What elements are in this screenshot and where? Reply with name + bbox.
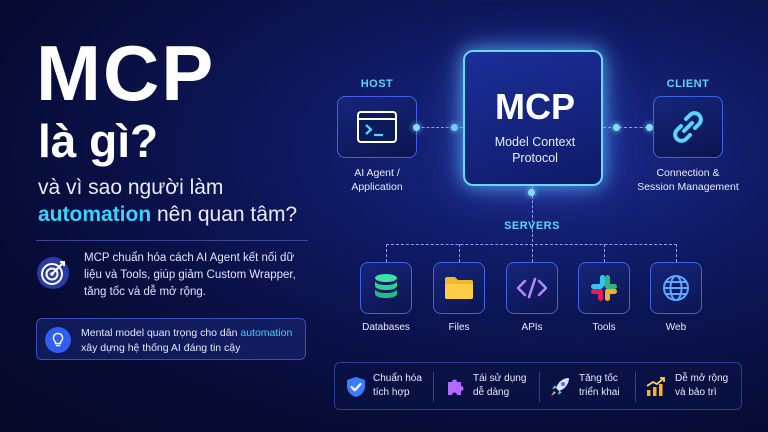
link-chain-icon: [673, 111, 703, 143]
headline-line2-rest: nên quan tâm?: [151, 203, 298, 226]
connector-dot: [528, 189, 535, 196]
feature-line2: và bảo trì: [675, 387, 717, 398]
lightbulb-icon: [45, 327, 71, 353]
headline-title: MCP: [36, 29, 216, 117]
puzzle-icon: [448, 379, 464, 395]
callout-text: Mental model quan trọng cho dân automati…: [81, 326, 303, 356]
feature-line2: triển khai: [579, 387, 620, 398]
mcp-subtitle-line1: Model Context: [494, 135, 576, 149]
feature-line2: tích hợp: [373, 387, 410, 398]
headline-line1: và vì sao người làm: [38, 176, 224, 199]
connector-dot: [451, 124, 458, 131]
client-label: CLIENT: [666, 78, 710, 90]
feature-speed: Tăng tốc triển khai: [579, 372, 620, 400]
client-caption: Connection & Session Management: [626, 166, 750, 194]
connector-dot: [413, 124, 420, 131]
server-drop: [676, 244, 677, 262]
feature-scale: Dễ mở rộng và bảo trì: [675, 372, 728, 400]
server-files-box: [433, 262, 485, 314]
feature-line2: dễ dàng: [473, 387, 510, 398]
target-icon: [37, 257, 69, 289]
server-drop: [604, 244, 605, 262]
headline-question: là gì?: [38, 115, 159, 167]
client-box: [653, 96, 723, 158]
mcp-box: MCP Model Context Protocol: [463, 50, 603, 186]
database-icon: [375, 274, 397, 298]
server-caption: APIs: [521, 322, 543, 333]
server-caption: Web: [665, 322, 687, 333]
connector-mcp-client: [603, 127, 653, 128]
connector-host-mcp: [417, 127, 463, 128]
features-bar: Chuẩn hóa tích hợp Tái sử dụng dễ dàng T…: [334, 362, 742, 410]
host-label: HOST: [360, 78, 394, 90]
globe-icon: [663, 275, 689, 301]
server-tools-box: [578, 262, 630, 314]
client-caption-line2: Session Management: [637, 181, 739, 193]
feature-reuse: Tái sử dụng dễ dàng: [473, 372, 526, 400]
host-caption: AI Agent / Application: [322, 166, 432, 194]
host-box: [337, 96, 417, 158]
callout-card: Mental model quan trọng cho dân automati…: [36, 318, 306, 360]
headline-highlight: automation: [38, 203, 152, 226]
server-drop: [532, 244, 533, 262]
feature-separator: [539, 372, 540, 402]
growth-chart-icon: [646, 377, 665, 396]
host-caption-line1: AI Agent /: [354, 167, 400, 179]
server-drop: [459, 244, 460, 262]
callout-text-after: xây dựng hệ thống AI đáng tin cậy: [81, 342, 241, 354]
server-drop: [386, 244, 387, 262]
server-databases-box: [360, 262, 412, 314]
rocket-icon: [551, 378, 569, 396]
code-brackets-icon: [516, 277, 548, 299]
mcp-box-subtitle: Model Context Protocol: [465, 134, 605, 166]
feature-line1: Tái sử dụng: [473, 373, 527, 384]
feature-separator: [433, 372, 434, 402]
mcp-box-title: MCP: [495, 86, 575, 127]
servers-bus: [386, 244, 677, 245]
callout-text-before: Mental model quan trọng cho dân: [81, 327, 241, 339]
shield-check-icon: [347, 377, 365, 397]
feature-line1: Tăng tốc: [579, 373, 618, 384]
mcp-subtitle-line2: Protocol: [512, 151, 558, 165]
connector-dot: [646, 124, 653, 131]
callout-highlight: automation: [240, 327, 293, 339]
connector-dot: [613, 124, 620, 131]
feature-standardize: Chuẩn hóa tích hợp: [373, 372, 422, 400]
server-caption: Files: [448, 322, 470, 333]
feature-line1: Chuẩn hóa: [373, 373, 422, 384]
server-apis-box: [506, 262, 558, 314]
folder-icon: [445, 277, 473, 299]
headline-line2: automation nên quan tâm?: [38, 203, 297, 227]
description: MCP chuẩn hóa cách AI Agent kết nối dữ l…: [84, 252, 296, 298]
divider: [36, 240, 308, 241]
servers-label: SERVERS: [504, 220, 560, 232]
connector-mcp-servers: [532, 186, 533, 242]
client-caption-line1: Connection &: [656, 167, 720, 179]
terminal-icon: [357, 111, 397, 143]
server-caption: Tools: [592, 322, 616, 333]
server-web-box: [650, 262, 702, 314]
server-caption: Databases: [362, 322, 410, 333]
feature-separator: [635, 372, 636, 402]
host-caption-line2: Application: [351, 181, 403, 193]
feature-line1: Dễ mở rộng: [675, 373, 729, 384]
slack-icon: [591, 275, 617, 301]
